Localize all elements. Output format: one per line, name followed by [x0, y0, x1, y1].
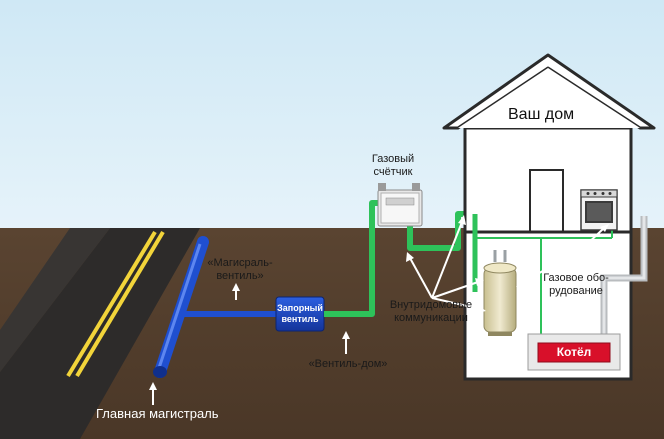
main-line-label: Главная магистраль [96, 406, 219, 421]
house-door [529, 169, 564, 233]
road [0, 228, 200, 439]
valve-house-label: «Вентиль-дом» [308, 358, 388, 370]
indoor-label: Внутридомовые коммуникации [389, 299, 473, 324]
arrow-equipment-heater [521, 267, 549, 284]
arrow-indoor-1 [409, 257, 433, 299]
shutoff-valve-label: Запорный вентиль [277, 303, 323, 324]
gas-meter-icon [377, 183, 423, 227]
arrow-equipment-stove [559, 227, 605, 271]
arrow-indoor-4 [431, 297, 481, 310]
arrow-indoor-2 [431, 221, 463, 299]
main-valve-label: «Магисраль- вентиль» [207, 257, 273, 282]
equipment-label: Газовое обо- рудование [543, 272, 609, 297]
house-title: Ваш дом [508, 106, 575, 123]
main-gas-pipe [154, 236, 209, 378]
gas-stove-icon [580, 189, 618, 231]
water-heater-icon [483, 250, 517, 336]
arrow-indoor-3 [431, 281, 479, 299]
boiler-panel [537, 342, 611, 363]
road-stripe [66, 230, 157, 378]
boiler-label: Котёл [556, 345, 592, 359]
meter-label: Газовый счётчик [371, 153, 415, 178]
pipe-end [153, 366, 167, 378]
road-stripe [75, 230, 165, 378]
